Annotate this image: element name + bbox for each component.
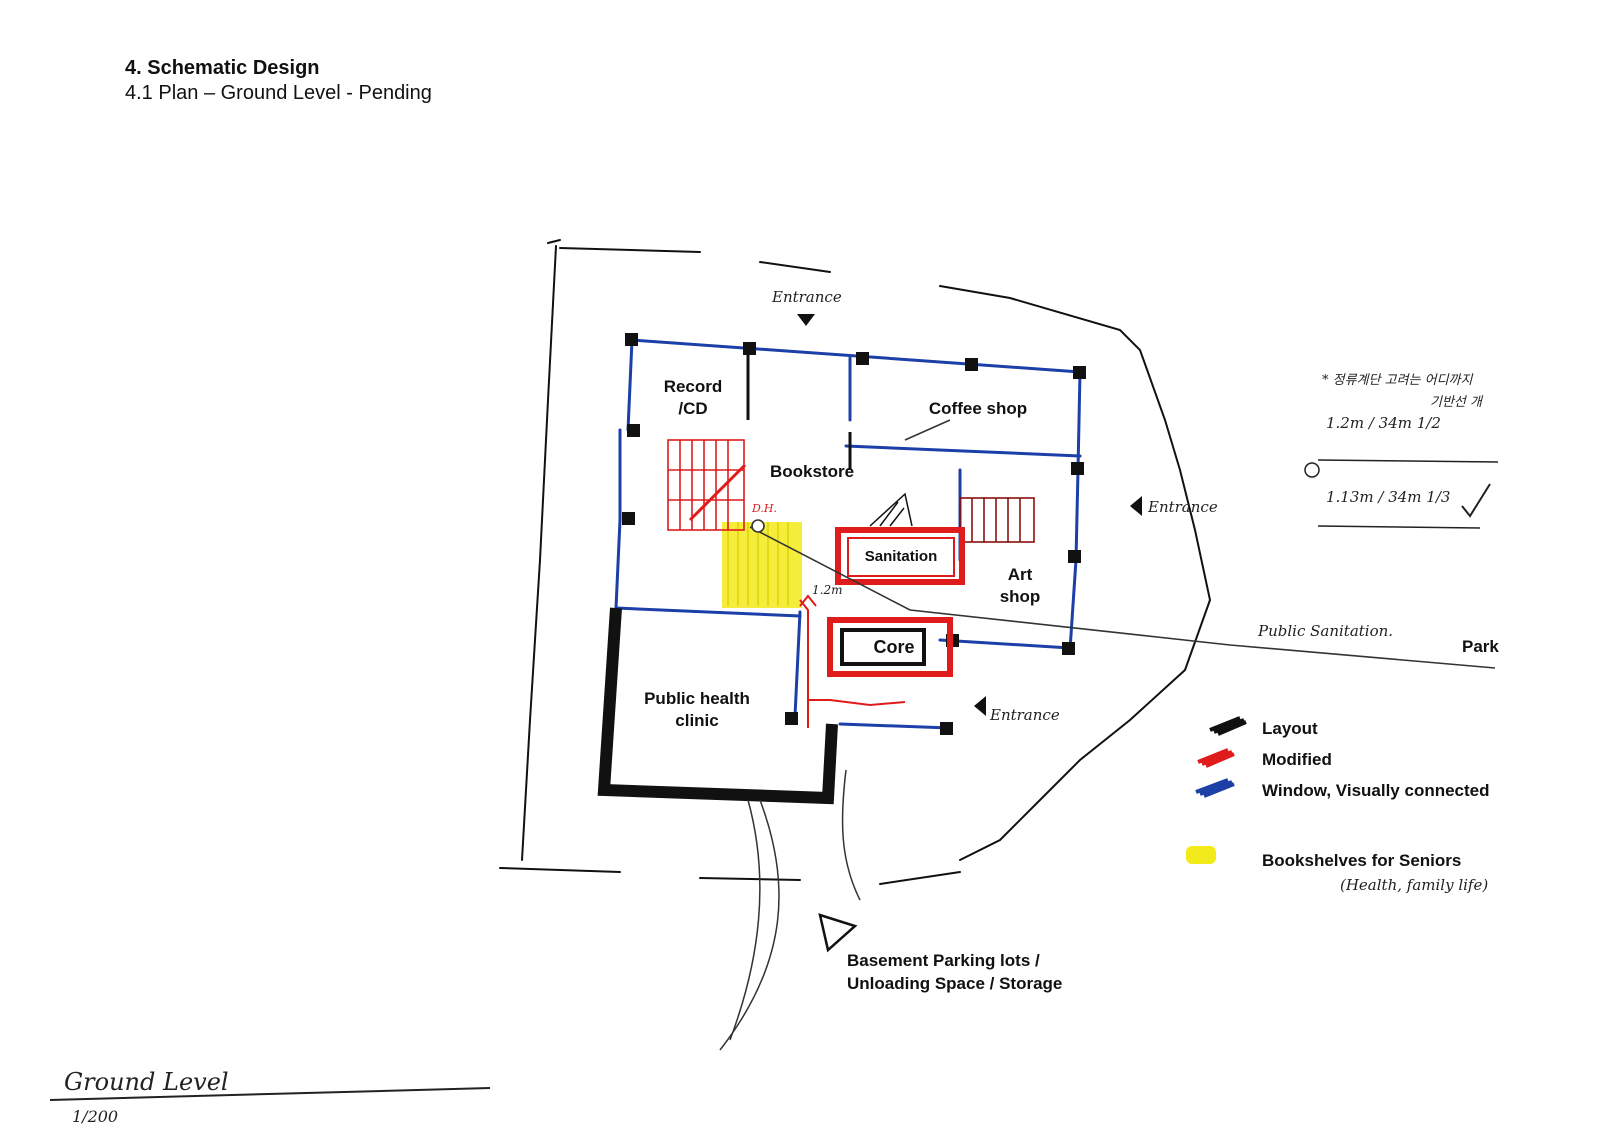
legend-swatch-bookshelf	[1186, 846, 1216, 864]
legend-swatch-layout	[1209, 716, 1247, 736]
ground-level-label: Ground Level	[64, 1068, 229, 1096]
bookshelf-area	[722, 522, 802, 608]
public-sanitation-label: Public Sanitation.	[1257, 622, 1393, 640]
legend-label-modified: Modified	[1262, 750, 1332, 769]
sanitation-block	[835, 527, 965, 585]
legend-label-bookshelf: Bookshelves for Seniors	[1262, 851, 1461, 870]
legend-item-bookshelf: Bookshelves for Seniors	[1186, 846, 1461, 870]
sightline	[749, 419, 1496, 669]
room-labels: Record /CD Coffee shop Bookstore Sanitat…	[644, 377, 1499, 993]
core-block	[827, 617, 953, 677]
circulation-arrow	[799, 594, 906, 728]
entrance-right-label: Entrance	[1147, 498, 1218, 516]
entrance-bottom-arrow	[974, 696, 986, 716]
handwritten-notes: Entrance Entrance Entrance Public Sanita…	[64, 288, 1488, 1126]
room-clinic-line2: clinic	[675, 711, 718, 730]
calc-two: 1.13m / 34m 1/3	[1326, 488, 1450, 506]
label-park: Park	[1462, 637, 1499, 656]
legend-item-layout: Layout	[1209, 716, 1318, 738]
room-record-line1: Record	[664, 377, 723, 396]
entrance-top-arrow	[797, 314, 815, 326]
room-art-line2: shop	[1000, 587, 1041, 606]
legend-label-window: Window, Visually connected	[1262, 781, 1490, 800]
room-sanitation: Sanitation	[865, 548, 938, 565]
health-note: (Health, family life)	[1340, 876, 1488, 894]
korean-note2: 기반선 개	[1430, 395, 1484, 410]
room-bookstore: Bookstore	[770, 462, 854, 481]
check-mark-icon	[1461, 483, 1491, 518]
calc-one: 1.2m / 34m 1/2	[1326, 414, 1441, 432]
stairs-center	[869, 492, 913, 527]
layout-lines	[746, 348, 852, 470]
clinic-walls	[597, 607, 838, 805]
stairs-left	[667, 439, 747, 531]
entrance-bottom-label: Entrance	[989, 706, 1060, 724]
legend: Layout Modified Window, Visually connect…	[1186, 716, 1490, 870]
legend-item-modified: Modified	[1197, 748, 1332, 769]
ramp-curves	[719, 769, 861, 1051]
stairs-right	[959, 497, 1035, 543]
circle-one-icon	[1304, 462, 1320, 478]
dimension-label: 1.2m	[812, 583, 842, 597]
basement-entrance-marker	[818, 913, 858, 953]
room-coffee: Coffee shop	[929, 399, 1027, 418]
entrance-top-label: Entrance	[771, 288, 842, 306]
room-art-line1: Art	[1008, 565, 1033, 584]
room-core: Core	[873, 637, 914, 657]
legend-swatch-window	[1195, 778, 1235, 798]
bookshelf-hatch	[727, 522, 789, 606]
header: 4. Schematic Design 4.1 Plan – Ground Le…	[125, 56, 432, 106]
entrance-right-arrow	[1130, 496, 1142, 516]
note-lines	[49, 459, 1499, 1101]
scale-label: 1/200	[72, 1107, 118, 1126]
basement-line1: Basement Parking lots /	[847, 951, 1040, 970]
site-boundary	[499, 239, 1212, 885]
dh-label: D.H.	[751, 502, 777, 515]
basement-line2: Unloading Space / Storage	[847, 974, 1062, 993]
room-clinic-line1: Public health	[644, 689, 750, 708]
page-title: 4. Schematic Design	[125, 57, 320, 79]
korean-note: * 정류계단 고려는 어디까지	[1322, 373, 1473, 388]
legend-swatch-modified	[1197, 748, 1235, 768]
room-record-line2: /CD	[678, 399, 707, 418]
page-subtitle: 4.1 Plan – Ground Level - Pending	[125, 82, 432, 104]
legend-label-layout: Layout	[1262, 719, 1318, 738]
legend-item-window: Window, Visually connected	[1195, 778, 1490, 800]
